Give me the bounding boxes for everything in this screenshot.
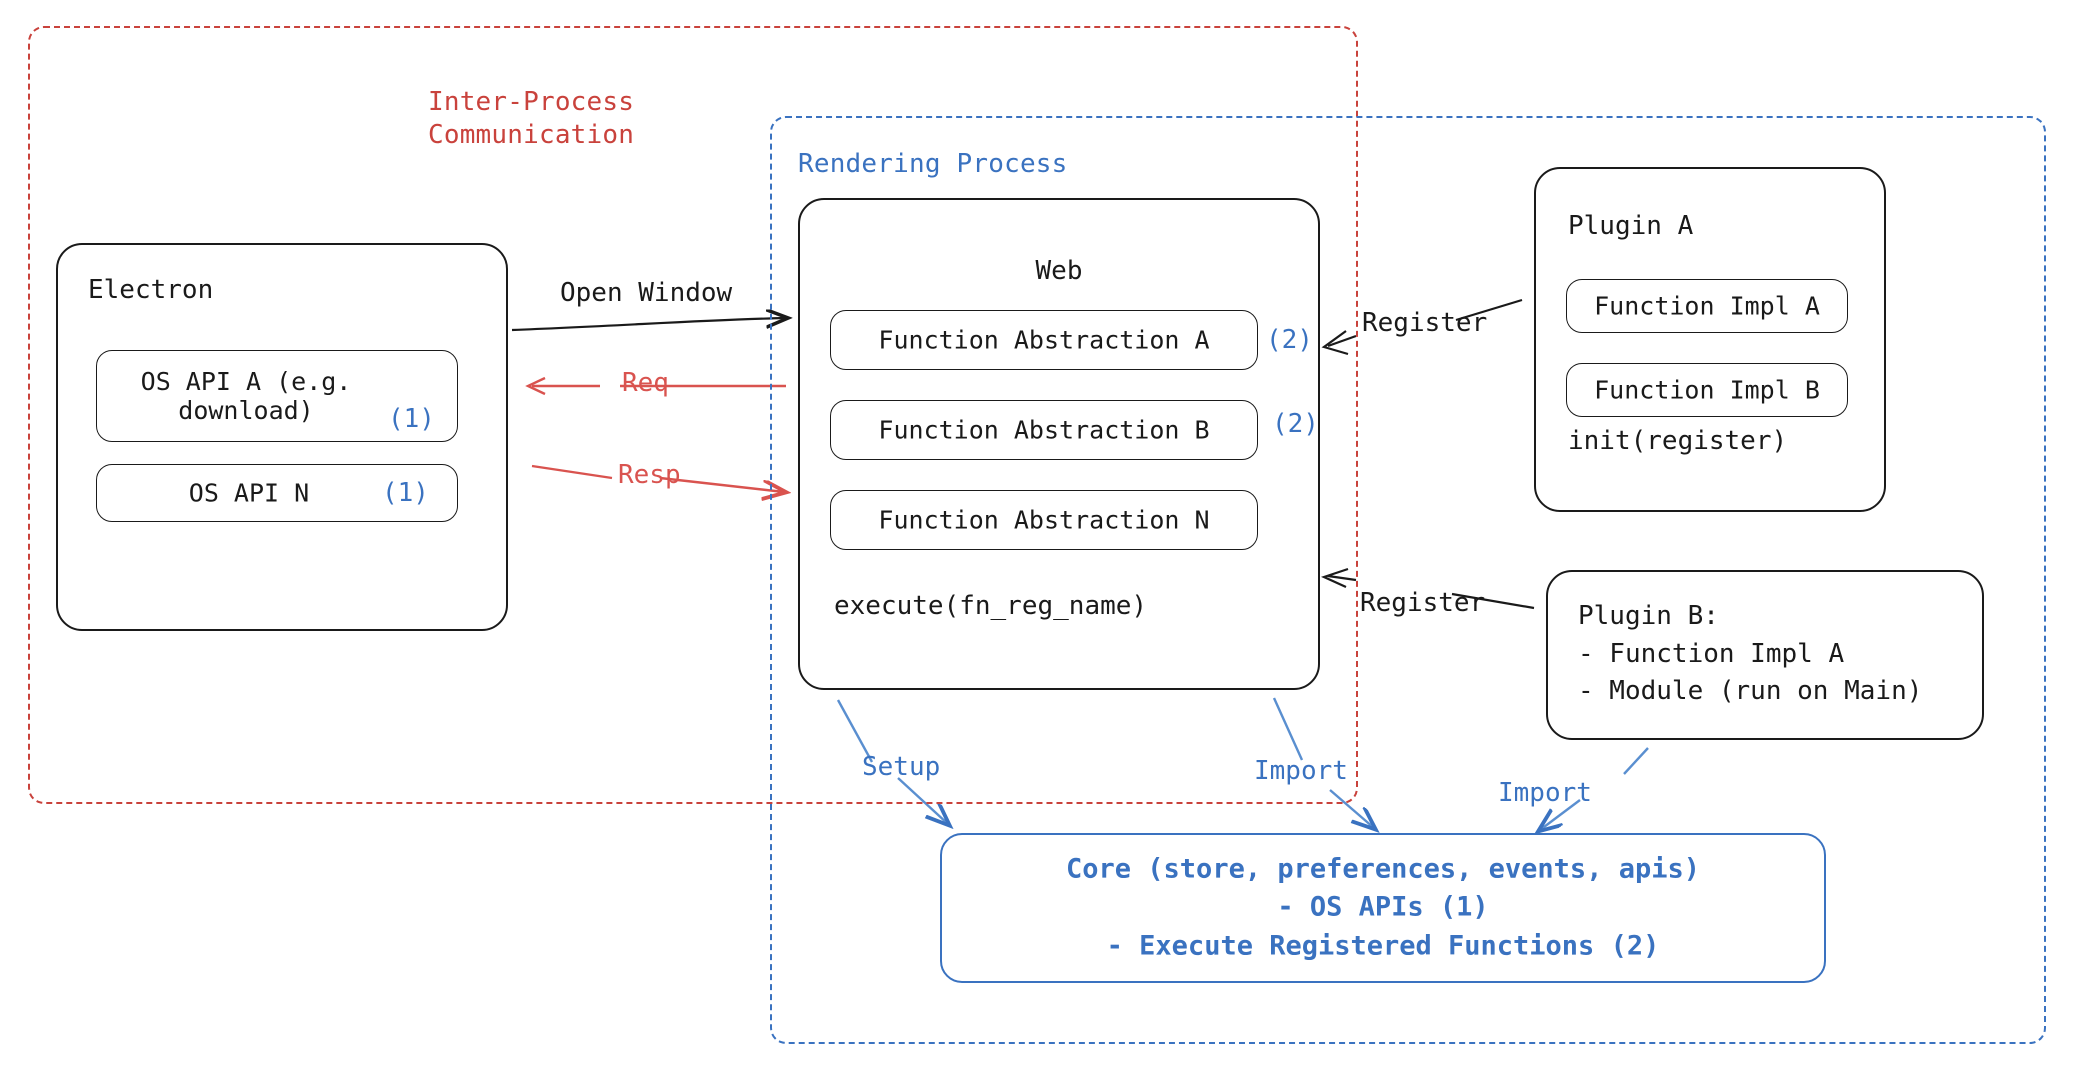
os-api-a-badge: (1) [388, 404, 435, 434]
group-label-rendering-process: Rendering Process [798, 149, 1068, 179]
plugin-b-lines: Plugin B: - Function Impl A - Module (ru… [1578, 601, 1923, 707]
electron-title: Electron [88, 275, 214, 305]
group-label-ipc: Inter-Process Communication [428, 87, 635, 150]
function-abstraction-a-label: Function Abstraction A [878, 325, 1210, 355]
plugin-a-title: Plugin A [1568, 211, 1694, 241]
edge-label-resp: Resp [618, 460, 681, 490]
edge-label-import-plugin-b: Import [1498, 778, 1592, 808]
os-api-n-box[interactable]: OS API N [96, 464, 458, 522]
plugin-a-init-label: init(register) [1568, 426, 1788, 456]
edge-label-register-plugin-b: Register [1360, 588, 1486, 618]
web-execute-label: execute(fn_reg_name) [834, 591, 1148, 621]
function-abstraction-a-badge: (2) [1266, 325, 1313, 355]
plugin-b-box[interactable]: Plugin B: - Function Impl A - Module (ru… [1546, 570, 1984, 740]
edge-label-register-plugin-a: Register [1362, 308, 1488, 338]
function-abstraction-a-box[interactable]: Function Abstraction A [830, 310, 1258, 370]
plugin-a-box[interactable]: Plugin A init(register) [1534, 167, 1886, 512]
group-inter-process-communication [28, 26, 1358, 804]
function-abstraction-b-badge: (2) [1272, 409, 1319, 439]
function-abstraction-n-label: Function Abstraction N [878, 505, 1210, 535]
core-box[interactable]: Core (store, preferences, events, apis) … [940, 833, 1826, 983]
function-impl-b-box[interactable]: Function Impl B [1566, 363, 1848, 417]
function-impl-a-label: Function Impl A [1594, 291, 1820, 321]
function-abstraction-n-box[interactable]: Function Abstraction N [830, 490, 1258, 550]
group-rendering-process [770, 116, 2046, 1044]
edge-label-import-web: Import [1254, 756, 1348, 786]
function-abstraction-b-box[interactable]: Function Abstraction B [830, 400, 1258, 460]
os-api-n-badge: (1) [382, 478, 429, 508]
web-title: Web [1035, 256, 1083, 286]
edge-label-req: Req [622, 368, 669, 398]
edge-label-setup: Setup [862, 752, 941, 782]
os-api-n-label: OS API N [188, 478, 310, 508]
os-api-a-box[interactable]: OS API A (e.g. download) [96, 350, 458, 442]
os-api-a-label: OS API A (e.g. download) [140, 367, 352, 425]
function-impl-b-label: Function Impl B [1594, 375, 1820, 405]
function-abstraction-b-label: Function Abstraction B [878, 415, 1210, 445]
core-lines: Core (store, preferences, events, apis) … [1066, 853, 1700, 962]
function-impl-a-box[interactable]: Function Impl A [1566, 279, 1848, 333]
edge-label-open-window: Open Window [560, 278, 733, 308]
